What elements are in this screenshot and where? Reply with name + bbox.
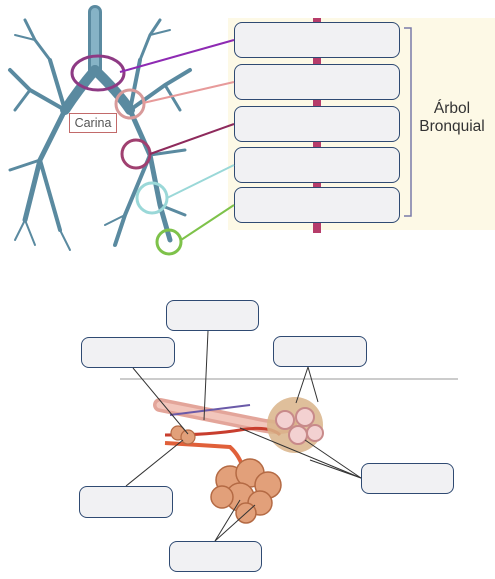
group-title: Árbol Bronquial xyxy=(412,100,492,136)
answer-box-top-3[interactable] xyxy=(234,106,400,142)
answer-box-top-5[interactable] xyxy=(234,187,400,223)
group-title-line-2: Bronquial xyxy=(419,118,485,135)
group-title-line-1: Árbol xyxy=(433,100,471,117)
answer-box-bottom-1[interactable] xyxy=(166,300,259,331)
answer-box-top-4[interactable] xyxy=(234,147,400,183)
answer-box-top-2[interactable] xyxy=(234,64,400,100)
answer-box-bottom-4[interactable] xyxy=(361,463,454,494)
answer-box-bottom-3[interactable] xyxy=(273,336,367,367)
answer-box-bottom-5[interactable] xyxy=(79,486,173,518)
answer-box-top-1[interactable] xyxy=(234,22,400,58)
carina-label: Carina xyxy=(69,113,117,133)
alveoli-illustration xyxy=(153,397,324,524)
answer-box-bottom-6[interactable] xyxy=(169,541,262,572)
answer-box-bottom-2[interactable] xyxy=(81,337,175,368)
